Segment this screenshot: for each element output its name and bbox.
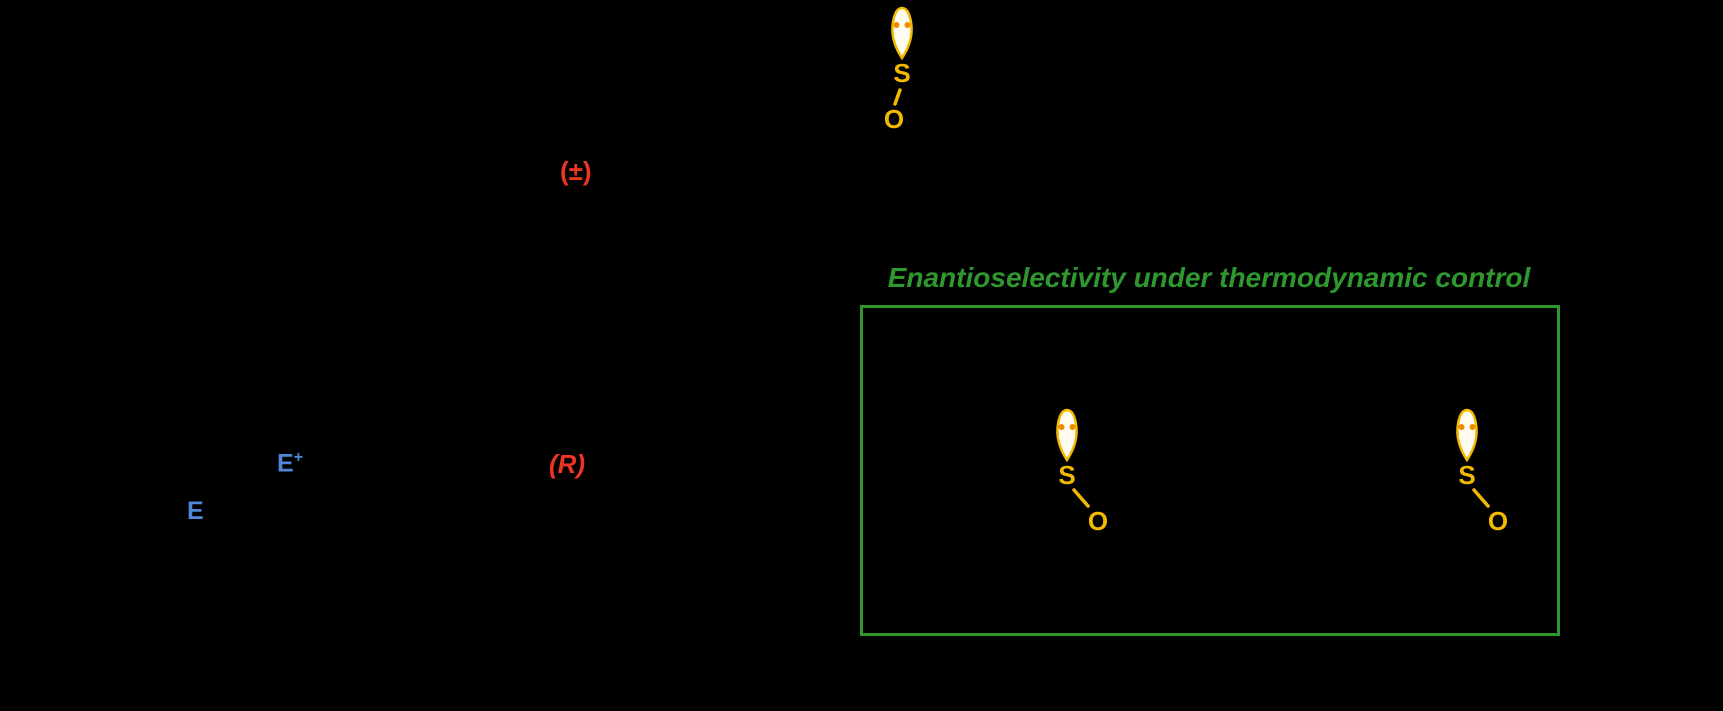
sulfur-label: S [1058, 460, 1075, 490]
oxygen-label: O [1088, 506, 1108, 536]
lone-pair-dot-icon [1469, 424, 1476, 430]
lone-pair-lobe-icon [1056, 408, 1078, 463]
sulfoxide-motif-right: S O [1456, 408, 1508, 536]
r-configuration-label: (R) [549, 449, 586, 479]
s-o-bond [893, 88, 902, 106]
lone-pair-dot-icon [893, 22, 900, 28]
lone-pair-dot-icon [1058, 424, 1065, 430]
sulfoxide-motif-left: S O [1056, 408, 1108, 536]
lone-pair-lobe-icon [891, 6, 913, 61]
electrophile-cation-label: E+ [277, 449, 303, 478]
lone-pair-dot-icon [1458, 424, 1465, 430]
racemic-label: (±) [560, 156, 592, 186]
sulfoxide-motif-top: S O [884, 6, 913, 134]
sulfur-label: S [893, 58, 910, 88]
oxygen-label: O [1488, 506, 1508, 536]
electrophile-charge: + [293, 449, 304, 466]
thermodynamic-control-box [860, 305, 1560, 636]
lone-pair-dot-icon [1069, 424, 1076, 430]
s-o-bond [1072, 488, 1090, 508]
electrophile-label: E [187, 497, 204, 525]
sulfur-label: S [1458, 460, 1475, 490]
lone-pair-lobe-icon [1456, 408, 1478, 463]
lone-pair-dot-icon [904, 22, 911, 28]
oxygen-label: O [884, 104, 904, 134]
thermodynamic-control-title: Enantioselectivity under thermodynamic c… [887, 262, 1531, 293]
electrophile-symbol: E [277, 449, 294, 478]
s-o-bond [1472, 488, 1490, 508]
